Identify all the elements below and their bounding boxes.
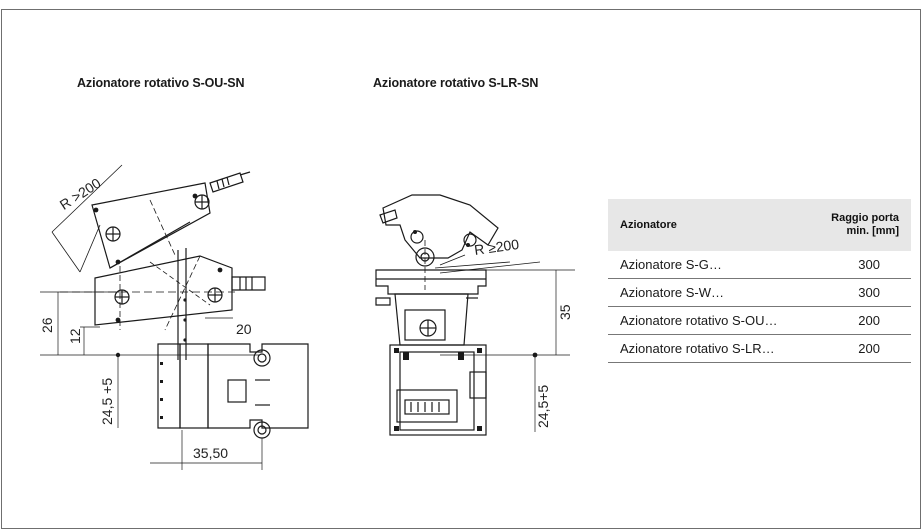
drawing-s-lr-sn: R ≥200 35 24,5+5 (375, 194, 575, 436)
drawing-s-ou-sn: R >200 26 12 20 24,5 +5 35,50 (39, 164, 309, 470)
dim-radius-right: R ≥200 (473, 236, 520, 258)
header-min-radius: Raggio porta min. [mm] (809, 199, 911, 251)
dim-35-50: 35,50 (193, 445, 228, 461)
dim-26: 26 (39, 317, 55, 333)
page-frame (1, 9, 921, 529)
door-radius-table: Azionatore Raggio porta min. [mm] Aziona… (608, 199, 911, 363)
row-value: 200 (809, 334, 911, 363)
dim-24-right: 24,5+5 (535, 385, 551, 428)
dim-24-left: 24,5 +5 (99, 378, 115, 425)
row-value: 300 (809, 278, 911, 307)
dim-radius-left: R >200 (57, 175, 104, 213)
header-min-radius-line1: Raggio porta (831, 212, 899, 224)
dim-35-right: 35 (557, 304, 573, 320)
header-min-radius-line2: min. [mm] (846, 225, 899, 237)
header-actuator: Azionatore (608, 199, 810, 251)
row-name: Azionatore rotativo S-LR… (608, 334, 810, 363)
heading-s-lr-sn: Azionatore rotativo S-LR-SN (373, 76, 539, 90)
table-row: Azionatore S-G… 300 (608, 251, 911, 279)
table-row: Azionatore rotativo S-OU… 200 (608, 306, 911, 335)
table-header-row: Azionatore Raggio porta min. [mm] (608, 199, 911, 251)
table-row: Azionatore S-W… 300 (608, 278, 911, 307)
table-row: Azionatore rotativo S-LR… 200 (608, 334, 911, 363)
dim-12: 12 (67, 328, 83, 344)
row-name: Azionatore S-G… (608, 251, 810, 279)
dim-20: 20 (236, 321, 252, 337)
heading-s-ou-sn: Azionatore rotativo S-OU-SN (77, 76, 245, 90)
row-name: Azionatore S-W… (608, 278, 810, 307)
row-name: Azionatore rotativo S-OU… (608, 306, 810, 335)
row-value: 200 (809, 306, 911, 335)
row-value: 300 (809, 251, 911, 279)
